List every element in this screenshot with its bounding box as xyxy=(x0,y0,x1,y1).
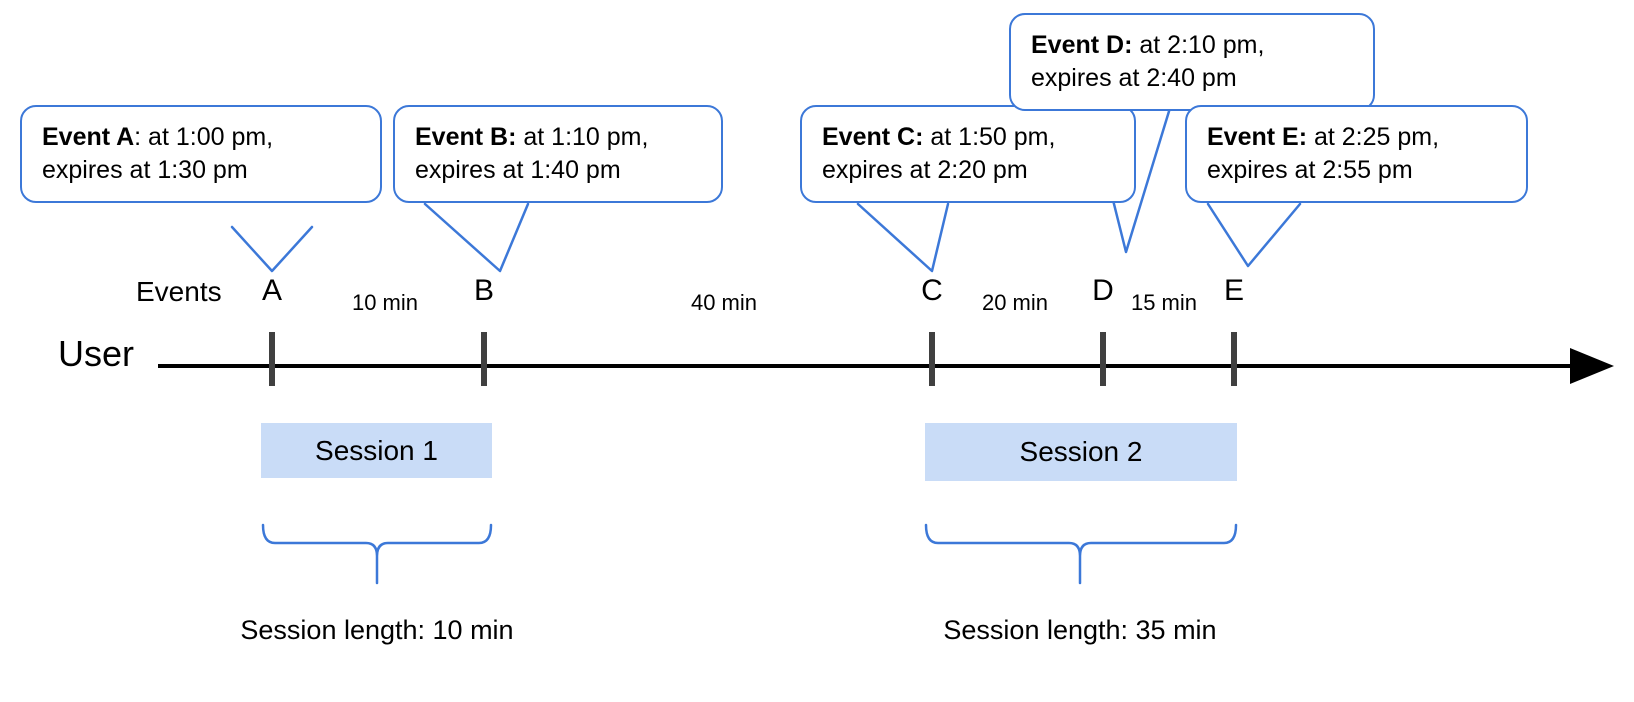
tick-label-c: C xyxy=(921,274,943,307)
session-box-1[interactable]: Session 1 xyxy=(261,423,492,478)
tick-label-b: B xyxy=(473,274,494,307)
tick-event-d xyxy=(1100,332,1106,386)
brace-session-1 xyxy=(261,523,493,585)
tick-label-e: E xyxy=(1223,274,1244,307)
callout-line-1: Event C: at 1:50 pm, xyxy=(822,121,1116,154)
callout-event-name: Event A xyxy=(42,123,135,151)
callout-tail-c xyxy=(856,202,950,273)
gap-label-a-b: 10 min xyxy=(351,290,419,315)
callout-event-c[interactable]: Event C: at 1:50 pm, expires at 2:20 pm xyxy=(800,105,1136,203)
callout-separator: : xyxy=(1298,123,1308,151)
callout-line-1: Event B: at 1:10 pm, xyxy=(415,121,703,154)
callout-event-b[interactable]: Event B: at 1:10 pm, expires at 1:40 pm xyxy=(393,105,723,203)
gap-label-b-c: 40 min xyxy=(690,290,758,315)
callout-event-name: Event B xyxy=(415,123,509,151)
callout-line-1: Event A: at 1:00 pm, xyxy=(42,121,362,154)
callout-event-d[interactable]: Event D: at 2:10 pm, expires at 2:40 pm xyxy=(1009,13,1375,111)
callout-line-2: expires at 1:40 pm xyxy=(415,156,621,184)
callout-time-text: at 1:50 pm, xyxy=(923,123,1056,151)
axis-label-user: User xyxy=(58,333,135,374)
tick-event-e xyxy=(1231,332,1237,386)
brace-session-2 xyxy=(924,523,1238,585)
session-box-label: Session 2 xyxy=(1019,436,1143,467)
callout-separator: : xyxy=(915,123,924,151)
callout-separator: : xyxy=(508,123,517,151)
callout-time-text: at 2:10 pm, xyxy=(1132,31,1265,59)
callout-time-text: at 1:10 pm, xyxy=(516,123,649,151)
gap-label-c-d: 20 min xyxy=(981,290,1049,315)
axis-label-events: Events xyxy=(136,276,222,307)
callout-line-2: expires at 2:55 pm xyxy=(1207,156,1413,184)
callout-event-name: Event D xyxy=(1031,31,1125,59)
session-length-2: Session length: 35 min xyxy=(943,615,1217,645)
callout-line-2: expires at 2:40 pm xyxy=(1031,64,1237,92)
callout-line-1: Event E: at 2:25 pm, xyxy=(1207,121,1508,154)
callout-line-2: expires at 2:20 pm xyxy=(822,156,1028,184)
tick-event-c xyxy=(929,332,935,386)
tick-event-b xyxy=(481,332,487,386)
callout-separator: : xyxy=(1124,31,1133,59)
callout-separator: : xyxy=(134,123,142,151)
callout-time-text: at 1:00 pm, xyxy=(141,123,274,151)
tick-label-a: A xyxy=(261,274,282,307)
callout-time-text: at 2:25 pm, xyxy=(1307,123,1440,151)
callout-line-1: Event D: at 2:10 pm, xyxy=(1031,29,1355,62)
timeline-axis xyxy=(158,348,1614,384)
session-box-label: Session 1 xyxy=(315,434,438,466)
callout-tail-b xyxy=(423,202,530,273)
callout-event-a[interactable]: Event A: at 1:00 pm, expires at 1:30 pm xyxy=(20,105,382,203)
session-box-2[interactable]: Session 2 xyxy=(925,423,1237,481)
gap-label-d-e: 15 min xyxy=(1130,290,1198,315)
callout-event-name: Event C xyxy=(822,123,916,151)
tick-label-d: D xyxy=(1092,274,1114,307)
callout-event-name: Event E xyxy=(1207,123,1299,151)
tick-event-a xyxy=(269,332,275,386)
callout-tail-e xyxy=(1206,202,1302,268)
callout-tail-a xyxy=(230,225,314,273)
callout-line-2: expires at 1:30 pm xyxy=(42,156,248,184)
session-length-1: Session length: 10 min xyxy=(240,615,514,645)
callout-event-e[interactable]: Event E: at 2:25 pm, expires at 2:55 pm xyxy=(1185,105,1528,203)
